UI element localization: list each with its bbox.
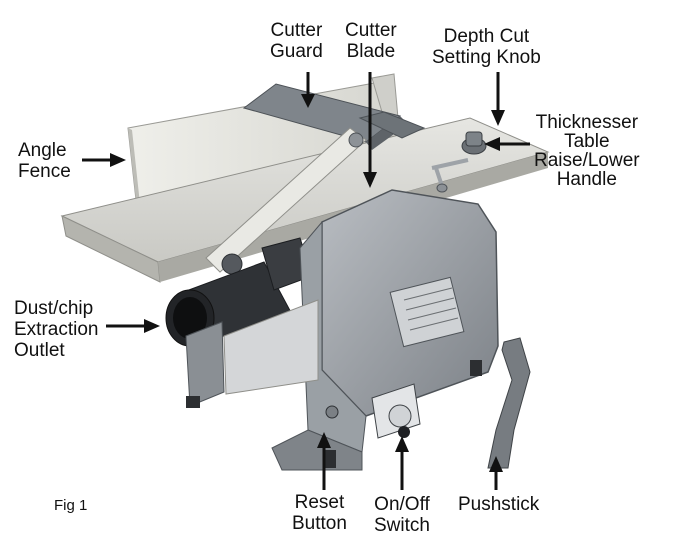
label-angle-fence: Angle Fence [18,140,71,182]
label-dust-outlet: Dust/chip Extraction Outlet [14,298,99,361]
guard-arm-part [205,127,367,275]
label-depth-cut-knob: Depth Cut Setting Knob [432,26,541,68]
label-reset-button: Reset Button [292,492,347,534]
figure-caption: Fig 1 [54,497,88,514]
onoff-switch-part [371,383,421,439]
thicknesser-handle-part [431,158,469,193]
leader-arrows [82,72,530,490]
label-pushstick: Pushstick [458,494,540,515]
label-cutter-blade: Cutter Blade [345,20,397,62]
base-part [185,299,482,471]
label-cutter-guard: Cutter Guard [270,20,323,62]
label-onoff-switch: On/Off Switch [374,494,430,536]
motor-housing-part [299,189,499,453]
depth-knob-part [461,131,487,155]
label-thicknesser-handle: Thicknesser Table Raise/Lower Handle [534,112,640,190]
reset-button-part [325,405,339,419]
cutter-guard-part [242,83,426,150]
